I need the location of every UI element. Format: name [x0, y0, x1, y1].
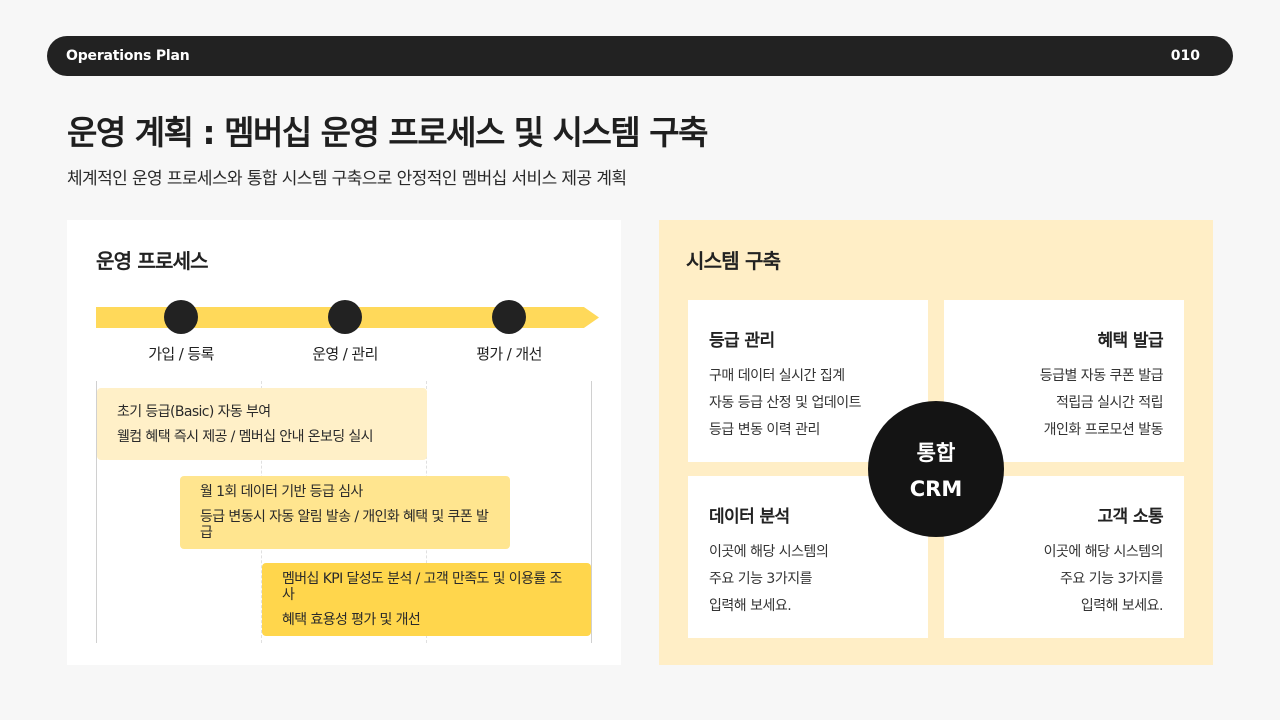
crm-label-line1: 통합	[916, 441, 956, 465]
stage-label-operation: 운영 / 관리	[312, 345, 378, 363]
task-line: 멤버십 KPI 달성도 분석 / 고객 만족도 및 이용률 조사	[282, 571, 562, 603]
timeline-dot-1	[164, 300, 198, 334]
gridline-1	[96, 381, 97, 643]
integrated-crm-circle: 통합 CRM	[868, 401, 1004, 537]
card-line: 이곳에 해당 시스템의	[709, 544, 829, 560]
timeline-dot-3	[492, 300, 526, 334]
task-box-signup: 초기 등급(Basic) 자동 부여 웰컴 혜택 즉시 제공 / 멤버십 안내 …	[97, 388, 427, 460]
card-title: 혜택 발급	[1097, 331, 1164, 351]
system-panel-title: 시스템 구축	[686, 249, 781, 273]
page-title: 운영 계획 : 멤버십 운영 프로세스 및 시스템 구축	[67, 113, 708, 152]
card-line: 주요 기능 3가지를	[1060, 571, 1163, 587]
card-title: 등급 관리	[709, 331, 775, 351]
card-line: 주요 기능 3가지를	[709, 571, 812, 587]
timeline-dot-2	[328, 300, 362, 334]
crm-label-line2: CRM	[909, 477, 963, 501]
card-line: 등급 변동 이력 관리	[709, 422, 820, 438]
task-line: 등급 변동시 자동 알림 발송 / 개인화 혜택 및 쿠폰 발급	[200, 509, 489, 541]
task-line: 초기 등급(Basic) 자동 부여	[117, 403, 271, 420]
task-line: 혜택 효용성 평가 및 개선	[282, 612, 421, 628]
card-line: 개인화 프로모션 발동	[1043, 422, 1164, 438]
card-line: 등급별 자동 쿠폰 발급	[1039, 368, 1164, 384]
task-line: 월 1회 데이터 기반 등급 심사	[200, 484, 363, 500]
header-bar: Operations Plan 010	[47, 36, 1233, 76]
card-line: 구매 데이터 실시간 집계	[709, 368, 845, 384]
card-title: 고객 소통	[1097, 507, 1164, 527]
page-number: 010	[1170, 48, 1200, 64]
stage-label-evaluation: 평가 / 개선	[476, 345, 542, 363]
process-panel-title: 운영 프로세스	[96, 249, 209, 273]
card-title: 데이터 분석	[709, 507, 790, 527]
card-line: 입력해 보세요.	[709, 598, 792, 614]
task-line: 웰컴 혜택 즉시 제공 / 멤버십 안내 온보딩 실시	[117, 428, 374, 445]
card-line: 적립금 실시간 적립	[1056, 395, 1163, 411]
card-line: 이곳에 해당 시스템의	[1043, 544, 1164, 560]
page-subtitle: 체계적인 운영 프로세스와 통합 시스템 구축으로 안정적인 멤버십 서비스 제…	[67, 169, 627, 189]
card-line: 입력해 보세요.	[1080, 598, 1164, 614]
gridline-4	[591, 381, 592, 643]
stage-label-signup: 가입 / 등록	[148, 345, 214, 363]
header-title: Operations Plan	[66, 48, 190, 64]
card-line: 자동 등급 산정 및 업데이트	[709, 395, 861, 411]
task-box-evaluation: 멤버십 KPI 달성도 분석 / 고객 만족도 및 이용률 조사 혜택 효용성 …	[262, 563, 591, 636]
task-box-operation: 월 1회 데이터 기반 등급 심사 등급 변동시 자동 알림 발송 / 개인화 …	[180, 476, 510, 549]
